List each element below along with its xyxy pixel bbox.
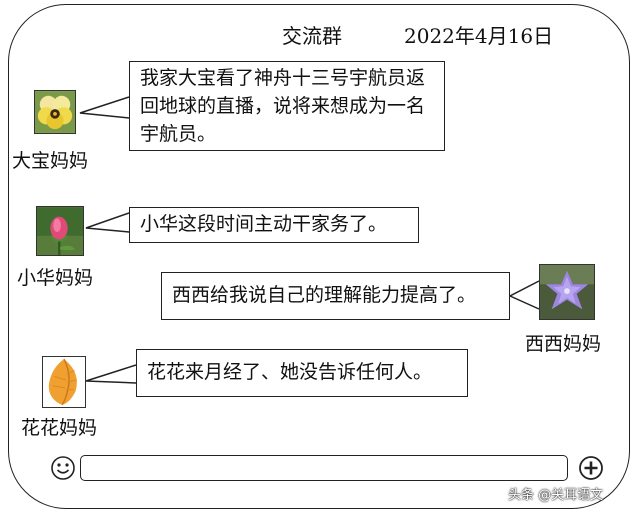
message-text: 小华这段时间主动干家务了。 [140, 213, 388, 235]
pansy-flower-icon [35, 91, 75, 133]
message-bubble: 我家大宝看了神舟十三号宇航员返回地球的直播，说将来想成为一名宇航员。 [129, 61, 445, 151]
message-bubble: 花花来月经了、她没告诉任何人。 [136, 349, 468, 397]
chat-title: 交流群 [282, 24, 342, 48]
avatar-xiaohua-mama[interactable] [36, 206, 84, 256]
avatar-huahua-mama[interactable] [42, 356, 86, 408]
plus-circle-icon [579, 456, 603, 480]
watermark: 头条 @关耳语文 [508, 488, 604, 503]
message-text: 花花来月经了、她没告诉任何人。 [147, 361, 433, 383]
message-input[interactable] [80, 455, 568, 481]
sender-name: 小华妈妈 [17, 267, 94, 289]
sender-name: 花花妈妈 [21, 417, 98, 439]
autumn-leaf-icon [43, 357, 85, 407]
message-bubble: 西西给我说自己的理解能力提高了。 [161, 272, 510, 320]
bellflower-icon [540, 265, 594, 319]
add-button[interactable] [578, 455, 604, 481]
message-text: 我家大宝看了神舟十三号宇航员返回地球的直播，说将来想成为一名宇航员。 [140, 67, 426, 145]
message-bubble: 小华这段时间主动干家务了。 [129, 207, 419, 243]
avatar-xixi-mama[interactable] [539, 264, 595, 320]
rosebud-icon [37, 207, 83, 255]
emoji-button[interactable] [50, 455, 76, 481]
sender-name: 大宝妈妈 [12, 150, 89, 172]
smiley-icon [51, 456, 75, 480]
chat-date: 2022年4月16日 [404, 24, 554, 48]
message-text: 西西给我说自己的理解能力提高了。 [172, 284, 477, 306]
sender-name: 西西妈妈 [525, 333, 602, 355]
avatar-dabao-mama[interactable] [34, 90, 76, 134]
